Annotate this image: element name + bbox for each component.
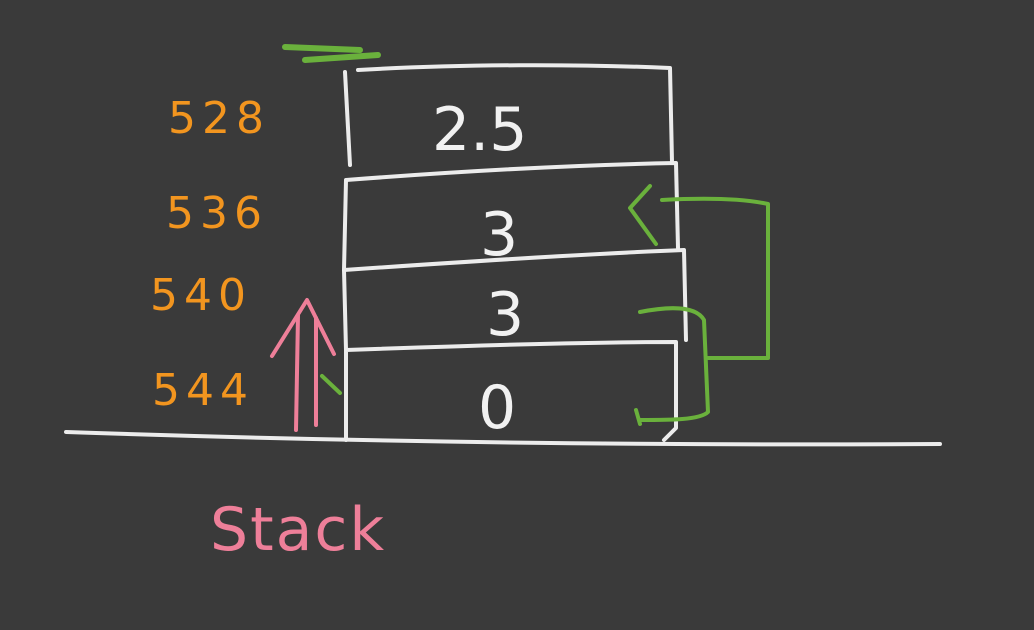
cell-value: 2.5 (432, 95, 527, 165)
cell-value: 0 (478, 373, 516, 443)
address-label: 544 (152, 365, 254, 416)
stack-cell-1: 3 (342, 161, 680, 272)
address-label: 528 (168, 93, 270, 144)
stack-growth-arrow-icon (270, 298, 336, 432)
ground-line (64, 430, 942, 447)
stack-cell-0: 2.5 (343, 63, 674, 167)
pointer-arrow-inner-icon (634, 306, 710, 426)
pointer-arrow-outer-icon (628, 184, 770, 360)
cell-value: 3 (486, 280, 524, 350)
address-label: 536 (166, 188, 268, 239)
bottom-pointer-tick (320, 374, 342, 395)
address-label: 540 (150, 270, 252, 321)
top-marker (282, 44, 381, 63)
stack-caption: Stack (210, 495, 386, 565)
stack-cell-3: 0 (344, 340, 678, 443)
stack-cell-2: 3 (342, 248, 688, 352)
